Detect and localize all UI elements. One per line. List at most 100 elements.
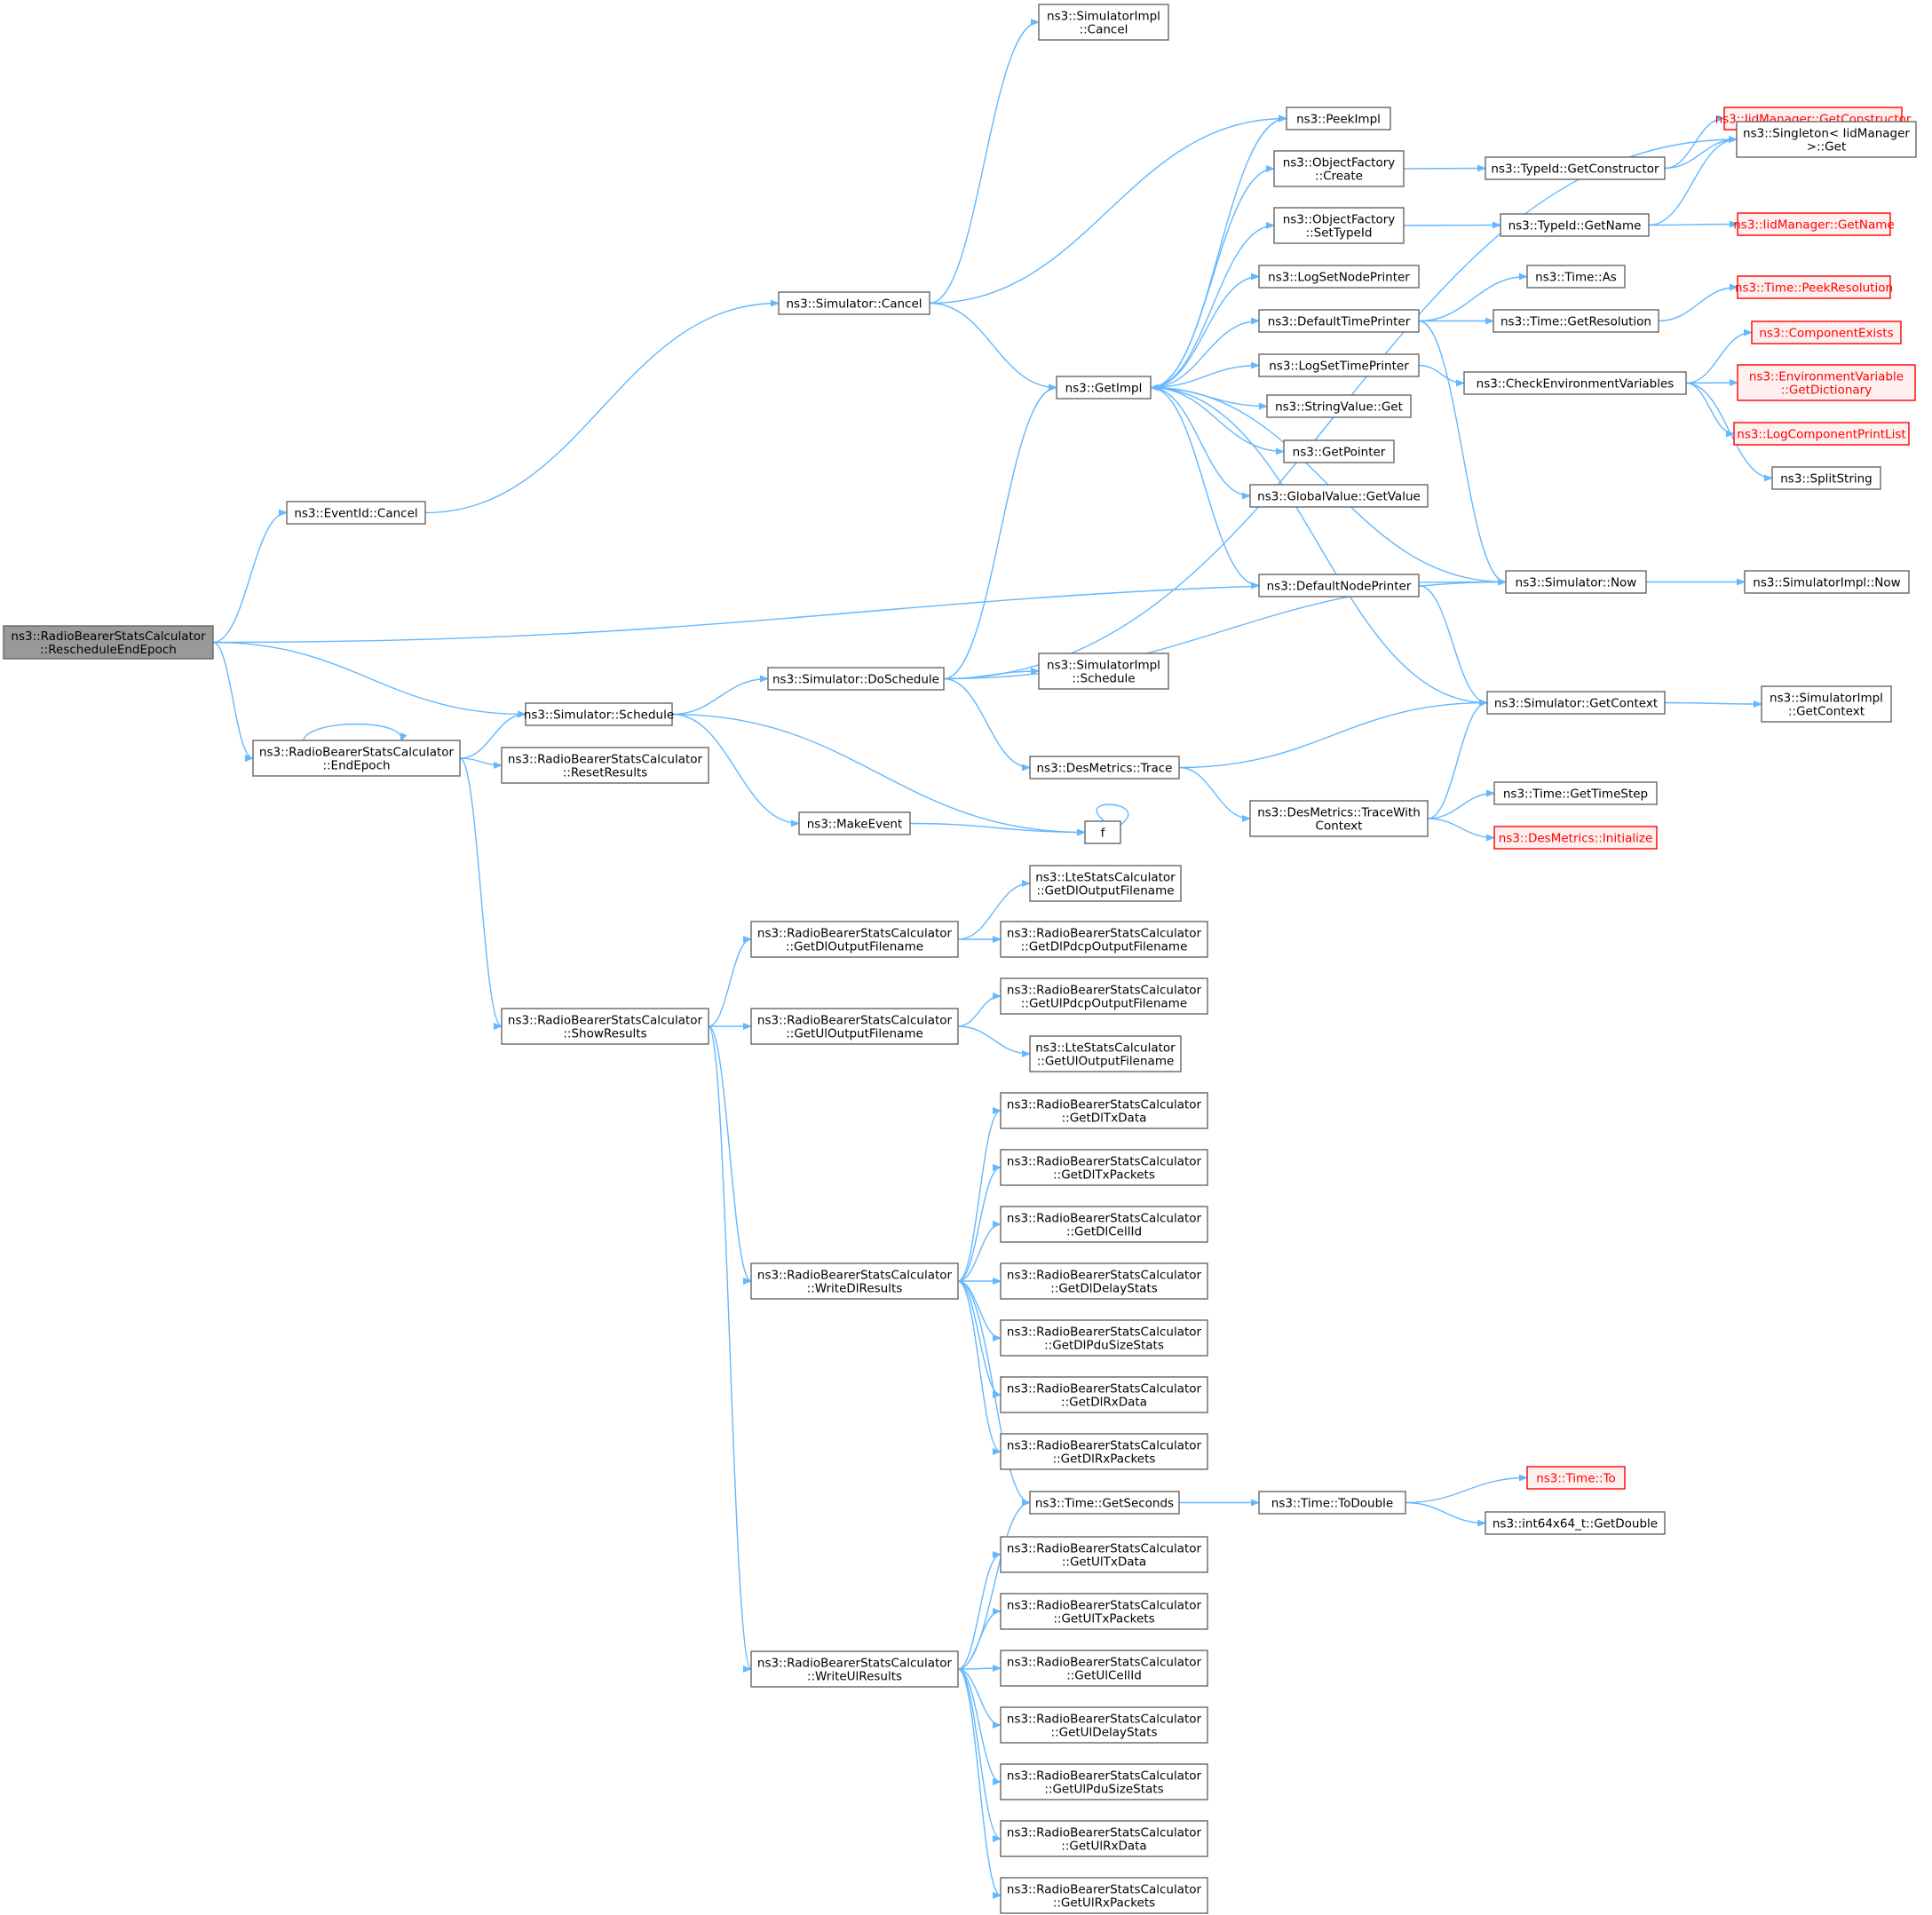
node-todouble[interactable]: ns3::Time::ToDouble [1258,1491,1406,1515]
node-lte-getdl[interactable]: ns3::LteStatsCalculator::GetDlOutputFile… [1029,865,1182,902]
node-logsetnodeprinter[interactable]: ns3::LogSetNodePrinter [1258,265,1420,289]
edge-layer [212,19,1773,1899]
edge-sim_cancel-to-simimpl_cancel [929,19,1040,305]
node-time-getresolution[interactable]: ns3::Time::GetResolution [1493,309,1659,333]
edge-checkenv-to-logcomponentprintlist [1685,382,1735,438]
node-writedl[interactable]: ns3::RadioBearerStatsCalculator::WriteDl… [750,1262,959,1300]
edge-getimpl-to-objf_create [1150,165,1275,389]
node-root[interactable]: ns3::RadioBearerStatsCalculator::Resched… [3,625,214,660]
node-schedule[interactable]: ns3::Simulator::Schedule [524,702,674,726]
node-box [798,811,911,835]
node-sim-cancel[interactable]: ns3::Simulator::Cancel [778,291,930,315]
node-envvar-getdict[interactable]: ns3::EnvironmentVariable::GetDictionary [1737,364,1916,401]
edge-writedl-to-dltxdata [957,1107,1002,1282]
node-getdloutfn[interactable]: ns3::RadioBearerStatsCalculator::GetDlOu… [750,921,959,958]
node-label: ::GetDlOutputFilename [786,940,923,954]
node-splitstring[interactable]: ns3::SplitString [1771,466,1881,490]
node-makeevent[interactable]: ns3::MakeEvent [798,811,911,835]
node-dlrxdata[interactable]: ns3::RadioBearerStatsCalculator::GetDlRx… [1000,1376,1208,1413]
node-dltxpackets[interactable]: ns3::RadioBearerStatsCalculator::GetDlTx… [1000,1149,1208,1186]
node-box [1000,1262,1208,1300]
node-eventid-cancel[interactable]: ns3::EventId::Cancel [286,501,426,525]
node-box [1737,275,1891,299]
node-label: ns3::EventId::Cancel [294,507,417,521]
node-label: ns3::RadioBearerStatsCalculator [1007,1599,1202,1613]
node-dlrxpackets[interactable]: ns3::RadioBearerStatsCalculator::GetDlRx… [1000,1433,1208,1470]
node-simimpl-getcontext[interactable]: ns3::SimulatorImpl::GetContext [1761,685,1892,723]
node-rb-getulpdcp[interactable]: ns3::RadioBearerStatsCalculator::GetUlPd… [1000,977,1208,1015]
node-peekimpl[interactable]: ns3::PeekImpl [1286,107,1391,131]
edge-writeul-to-ulrxdata [957,1668,1002,1842]
node-ultxdata[interactable]: ns3::RadioBearerStatsCalculator::GetUlTx… [1000,1536,1208,1573]
node-getseconds[interactable]: ns3::Time::GetSeconds [1029,1491,1180,1515]
node-dltxdata[interactable]: ns3::RadioBearerStatsCalculator::GetDlTx… [1000,1092,1208,1129]
edge-tracewithcontext-to-desmetrics_init [1427,818,1495,842]
node-label: ns3::Time::As [1535,271,1617,285]
edge-desmetrics_trace-to-tracewithcontext [1178,766,1251,822]
node-sim-now[interactable]: ns3::Simulator::Now [1505,570,1647,594]
node-resetresults[interactable]: ns3::RadioBearerStatsCalculator::ResetRe… [501,747,709,784]
edge-todouble-to-int64_getdouble [1405,1501,1486,1527]
node-box [1258,353,1420,377]
node-label: ns3::RadioBearerStatsCalculator [1007,1439,1202,1453]
node-label: ns3::DesMetrics::TraceWith [1257,806,1421,820]
node-writeul[interactable]: ns3::RadioBearerStatsCalculator::WriteUl… [750,1650,959,1688]
node-getimpl[interactable]: ns3::GetImpl [1056,376,1152,400]
node-label: ns3::Simulator::Cancel [786,297,922,312]
node-time-as[interactable]: ns3::Time::As [1526,265,1626,289]
node-ultxpackets[interactable]: ns3::RadioBearerStatsCalculator::GetUlTx… [1000,1593,1208,1630]
node-defaultnodeprinter[interactable]: ns3::DefaultNodePrinter [1258,574,1420,597]
node-simimpl-schedule[interactable]: ns3::SimulatorImpl::Schedule [1038,653,1169,690]
node-f[interactable]: f [1084,820,1121,844]
node-box [1029,865,1182,902]
node-typeid-getname[interactable]: ns3::TypeId::GetName [1500,213,1650,237]
edge-getimpl-to-logsetnodeprinter [1150,273,1260,389]
node-stringvalue-get[interactable]: ns3::StringValue::Get [1266,394,1412,418]
node-typeid-getconstructor[interactable]: ns3::TypeId::GetConstructor [1485,156,1666,180]
node-ulcellid[interactable]: ns3::RadioBearerStatsCalculator::GetUlCe… [1000,1650,1208,1687]
node-objf-create[interactable]: ns3::ObjectFactory::Create [1273,150,1405,187]
node-singleton-get[interactable]: ns3::Singleton< IidManager>::Get [1736,121,1917,158]
node-rb-getdlpdcp[interactable]: ns3::RadioBearerStatsCalculator::GetDlPd… [1000,921,1208,958]
node-desmetrics-trace[interactable]: ns3::DesMetrics::Trace [1029,756,1180,779]
node-label: ns3::RadioBearerStatsCalculator [1007,1269,1202,1283]
node-simimpl-now[interactable]: ns3::SimulatorImpl::Now [1744,570,1910,594]
node-dlcellid[interactable]: ns3::RadioBearerStatsCalculator::GetDlCe… [1000,1206,1208,1243]
node-desmetrics-init[interactable]: ns3::DesMetrics::Initialize [1493,826,1658,850]
node-label: ns3::RadioBearerStatsCalculator [1007,1883,1202,1897]
node-doschedule[interactable]: ns3::Simulator::DoSchedule [767,667,945,691]
node-sim-getcontext[interactable]: ns3::Simulator::GetContext [1486,691,1666,715]
node-lte-getul[interactable]: ns3::LteStatsCalculator::GetUlOutputFile… [1029,1035,1182,1072]
node-getpointer[interactable]: ns3::GetPointer [1283,439,1395,463]
node-globalvalue-getvalue[interactable]: ns3::GlobalValue::GetValue [1249,484,1429,508]
node-ulrxdata[interactable]: ns3::RadioBearerStatsCalculator::GetUlRx… [1000,1820,1208,1857]
node-ulpdusizestats[interactable]: ns3::RadioBearerStatsCalculator::GetUlPd… [1000,1763,1208,1800]
node-label: ::GetDlCellId [1066,1225,1142,1239]
node-iid-getname[interactable]: ns3::IidManager::GetName [1733,212,1895,236]
node-time-peekres[interactable]: ns3::Time::PeekResolution [1735,275,1893,299]
node-defaulttimeprinter[interactable]: ns3::DefaultTimePrinter [1258,309,1420,333]
node-getuloutfn[interactable]: ns3::RadioBearerStatsCalculator::GetUlOu… [750,1008,959,1045]
node-label: ns3::Time::PeekResolution [1735,281,1893,296]
node-label: ::EndEpoch [322,759,390,773]
node-simimpl-cancel[interactable]: ns3::SimulatorImpl::Cancel [1038,4,1169,41]
node-time-gettimestep[interactable]: ns3::Time::GetTimeStep [1493,781,1658,805]
node-time-to[interactable]: ns3::Time::To [1526,1466,1626,1490]
node-showresults[interactable]: ns3::RadioBearerStatsCalculator::ShowRes… [501,1008,709,1045]
node-uldelaystats[interactable]: ns3::RadioBearerStatsCalculator::GetUlDe… [1000,1706,1208,1744]
node-endepoch[interactable]: ns3::RadioBearerStatsCalculator::EndEpoc… [252,740,461,777]
node-logsettimeprinter[interactable]: ns3::LogSetTimePrinter [1258,353,1420,377]
edge-getimpl-to-getpointer [1150,386,1285,455]
node-objf-settypeid[interactable]: ns3::ObjectFactory::SetTypeId [1273,207,1405,244]
node-int64-getdouble[interactable]: ns3::int64x64_t::GetDouble [1485,1511,1666,1535]
node-dldelaystats[interactable]: ns3::RadioBearerStatsCalculator::GetDlDe… [1000,1262,1208,1300]
node-ulrxpackets[interactable]: ns3::RadioBearerStatsCalculator::GetUlRx… [1000,1877,1208,1914]
node-checkenv[interactable]: ns3::CheckEnvironmentVariables [1463,371,1687,395]
edge-typeid_getname-to-singleton_get [1648,136,1738,226]
node-dlpdusizestats[interactable]: ns3::RadioBearerStatsCalculator::GetDlPd… [1000,1319,1208,1357]
node-componentexists[interactable]: ns3::ComponentExists [1751,320,1902,344]
edge-typeid_getconstructor-to-iid_getconstructor [1664,115,1725,170]
node-logcomponentprintlist[interactable]: ns3::LogComponentPrintList [1733,422,1910,446]
